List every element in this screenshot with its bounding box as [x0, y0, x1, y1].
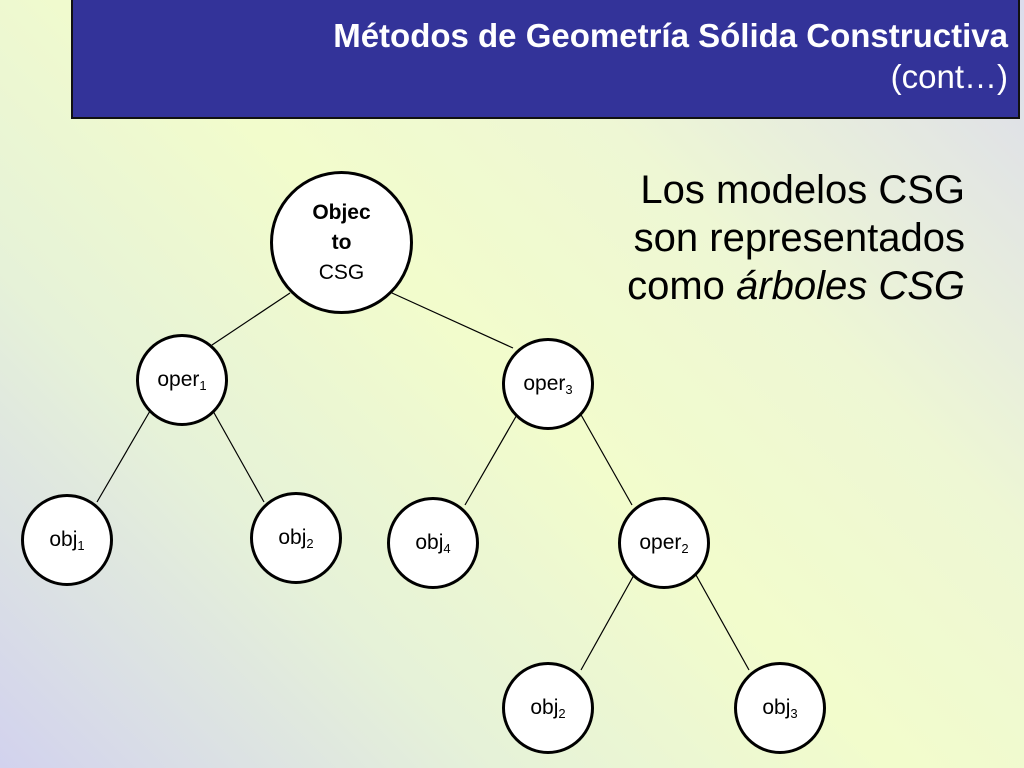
edge-root-oper1	[211, 292, 291, 346]
root-label-line-3: CSG	[318, 260, 365, 284]
node-obj3-text: obj	[762, 695, 791, 719]
node-oper3-sub: 3	[565, 381, 573, 397]
root-label-line-2: to	[331, 230, 352, 254]
node-root-csg-object: Objec to CSG	[270, 171, 413, 314]
edge-oper3-oper2	[579, 412, 633, 506]
edge-oper3-obj4	[464, 412, 519, 506]
node-obj4-text: obj	[415, 530, 444, 554]
node-obj4: obj4	[387, 497, 479, 589]
node-obj4-sub: 4	[443, 540, 451, 556]
node-obj2-left: obj2	[250, 492, 342, 584]
node-obj1-sub: 1	[77, 537, 85, 553]
node-oper3-text: oper	[523, 371, 566, 395]
node-oper2-sub: 2	[681, 540, 689, 556]
node-obj3: obj3	[734, 662, 826, 754]
node-oper3: oper3	[502, 338, 594, 430]
edge-oper2-obj3	[695, 574, 750, 671]
edge-oper2-obj2	[580, 574, 635, 671]
node-oper2: oper2	[618, 497, 710, 589]
edge-oper1-obj1	[96, 410, 151, 503]
root-label-line-1: Objec	[312, 200, 371, 224]
node-oper2-text: oper	[639, 530, 682, 554]
node-oper1-text: oper	[157, 367, 200, 391]
edge-root-oper3	[391, 292, 514, 349]
node-oper1: oper1	[136, 334, 228, 426]
node-obj2-left-text: obj	[278, 525, 307, 549]
node-oper1-sub: 1	[199, 377, 207, 393]
caption-line-3: como árboles CSG	[560, 262, 965, 310]
caption-line-1: Los modelos CSG	[640, 168, 965, 212]
node-obj2-right: obj2	[502, 662, 594, 754]
caption-text: Los modelos CSG son representados como á…	[560, 166, 965, 310]
slide-title: Métodos de Geometría Sólida Constructiva	[333, 17, 1008, 54]
node-obj3-sub: 3	[790, 705, 798, 721]
node-obj2-left-sub: 2	[306, 535, 314, 551]
node-obj2-right-text: obj	[530, 695, 559, 719]
slide-header: Métodos de Geometría Sólida Constructiva…	[71, 0, 1020, 119]
caption-emphasis: árboles CSG	[736, 264, 965, 308]
slide-subtitle: (cont…)	[890, 58, 1008, 95]
node-obj1-text: obj	[49, 527, 78, 551]
caption-line-2: son representados	[633, 216, 965, 260]
node-obj2-right-sub: 2	[558, 705, 566, 721]
node-obj1: obj1	[21, 494, 113, 586]
edge-oper1-obj2	[212, 410, 265, 503]
caption-line-3-prefix: como	[627, 264, 737, 308]
